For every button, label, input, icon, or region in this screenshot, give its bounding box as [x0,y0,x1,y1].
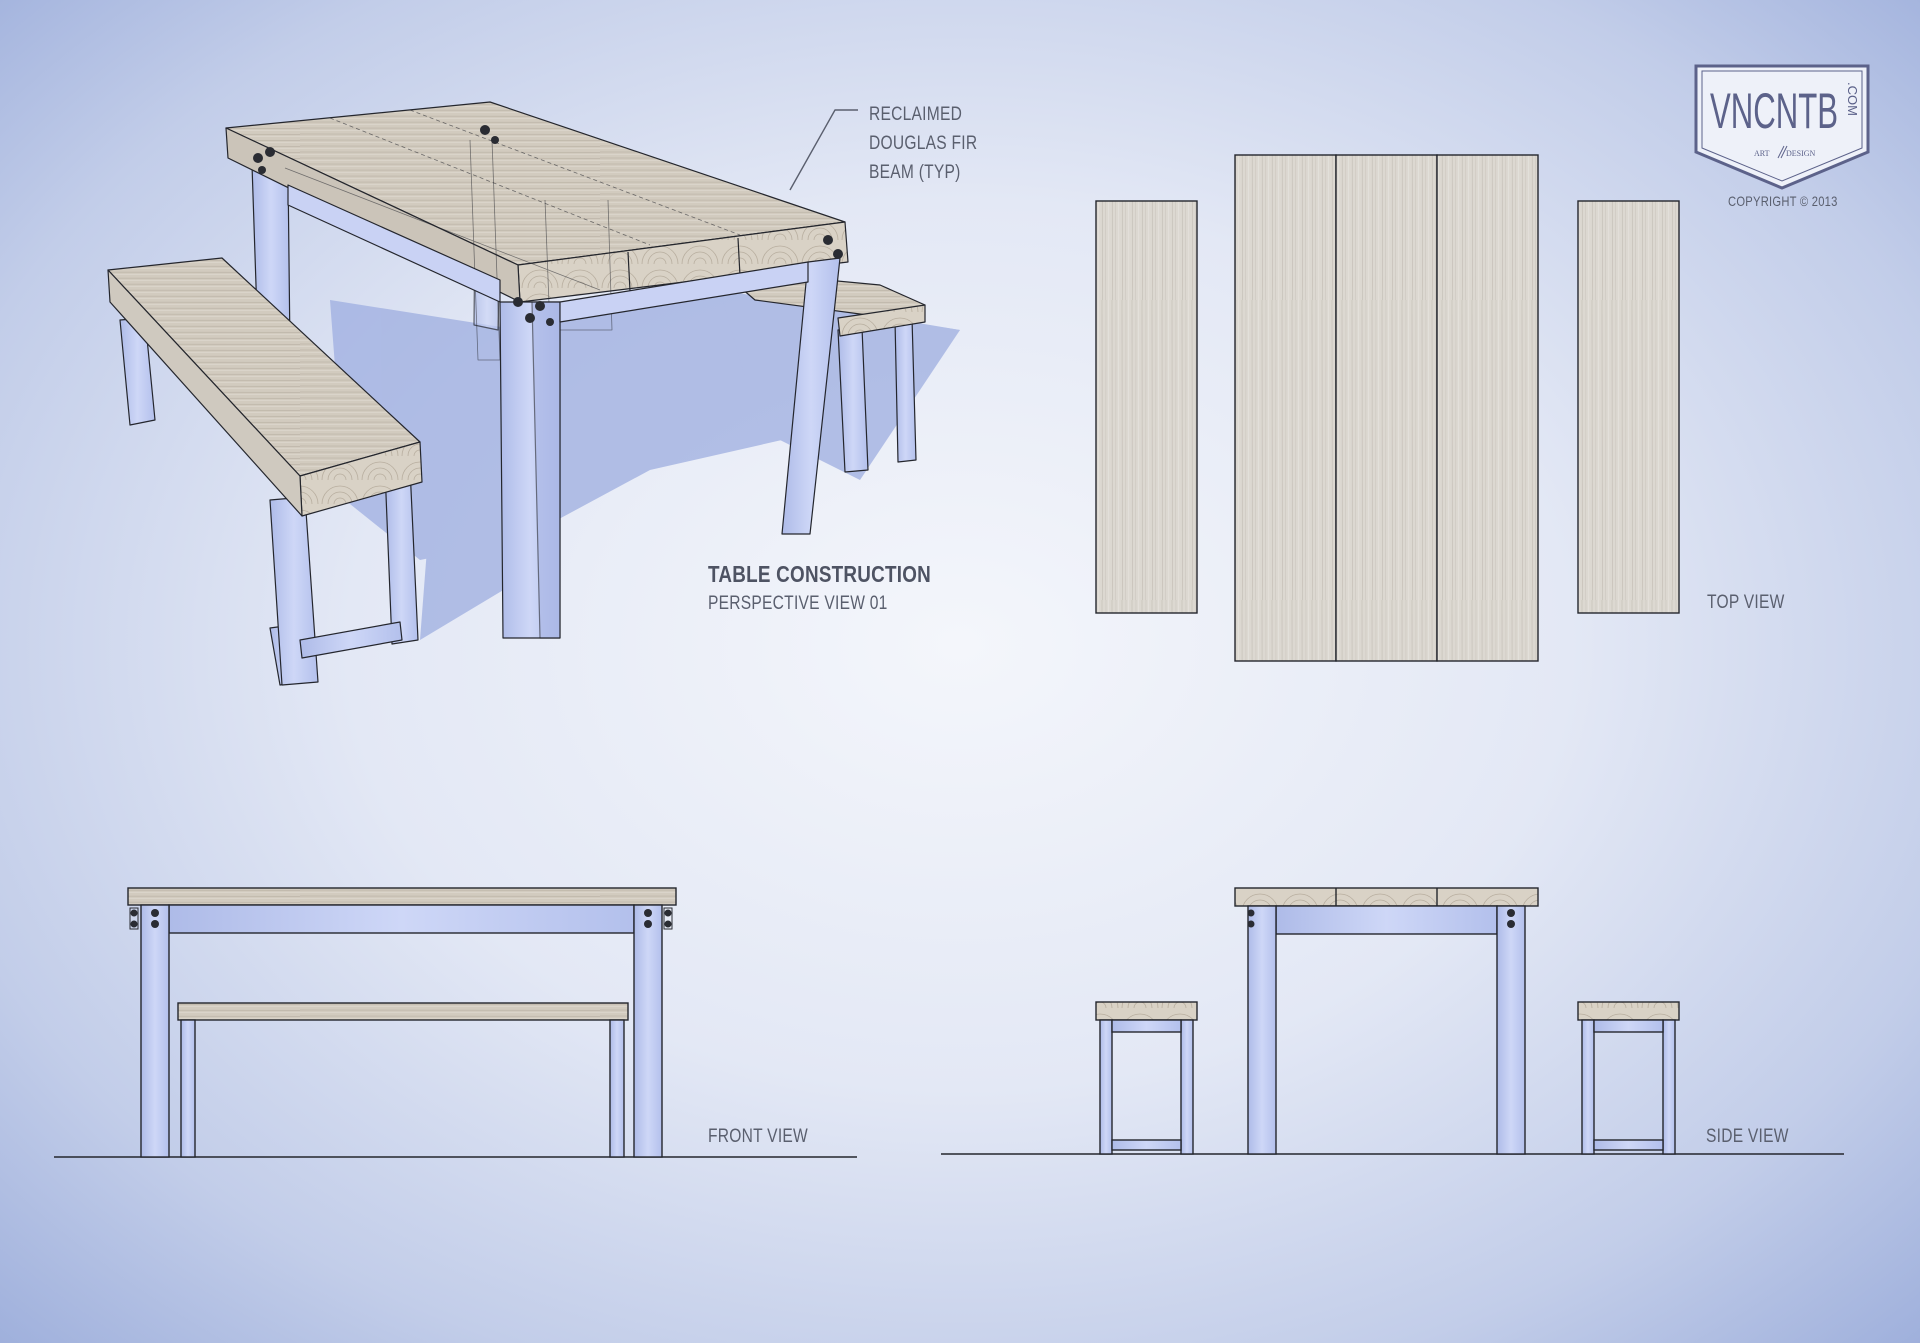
perspective-bolts [253,125,843,326]
logo-tld: .COM [1845,82,1860,116]
front-bench-top [177,1002,629,1021]
left-bench [107,257,423,686]
top-view-bench-right [1577,200,1680,614]
top-view-bench-left [1095,200,1198,614]
top-view [1095,154,1680,662]
front-view-label: FRONT VIEW [708,1126,808,1147]
front-bench-leg-right [609,1019,625,1158]
drawing-title: TABLE CONSTRUCTION [708,561,932,587]
side-leg-right [1496,905,1526,1155]
front-leg-left [140,904,170,1158]
logo-mark: VNCNTB [1710,83,1838,139]
material-callout: RECLAIMED DOUGLAS FIR BEAM (TYP) [869,100,977,187]
side-bench-right [1577,1001,1680,1155]
side-view [941,887,1844,1155]
front-bench-leg-left [180,1019,196,1158]
callout-line-3: BEAM (TYP) [869,162,961,183]
front-table-top [127,887,677,906]
front-apron [168,904,635,934]
perspective-view [107,101,960,686]
side-view-label: SIDE VIEW [1706,1126,1789,1147]
front-bolts [129,907,673,930]
perspective-hidden-lines [284,139,613,361]
side-bench-left [1095,1001,1198,1155]
top-view-board-3 [1436,154,1539,662]
side-apron [1275,905,1498,935]
logo-right: DESIGN [1786,149,1816,158]
table-front-legs [287,184,841,639]
top-view-label: TOP VIEW [1707,592,1785,613]
brand-logo: VNCNTB .COM ART DESIGN [1694,64,1870,190]
top-view-board-2 [1335,154,1438,662]
top-view-board-1 [1234,154,1337,662]
side-leg-left [1247,905,1277,1155]
side-table-top [1234,887,1539,907]
side-bolts [1247,909,1515,928]
logo-left: ART [1754,149,1770,158]
callout-leader [789,109,858,191]
callout-line-1: RECLAIMED [869,104,963,125]
drawing-subtitle: PERSPECTIVE VIEW 01 [708,593,888,614]
callout-line-2: DOUGLAS FIR [869,133,978,154]
front-leg-right [633,904,663,1158]
front-view [54,887,857,1158]
copyright-text: COPYRIGHT © 2013 [1728,193,1838,209]
